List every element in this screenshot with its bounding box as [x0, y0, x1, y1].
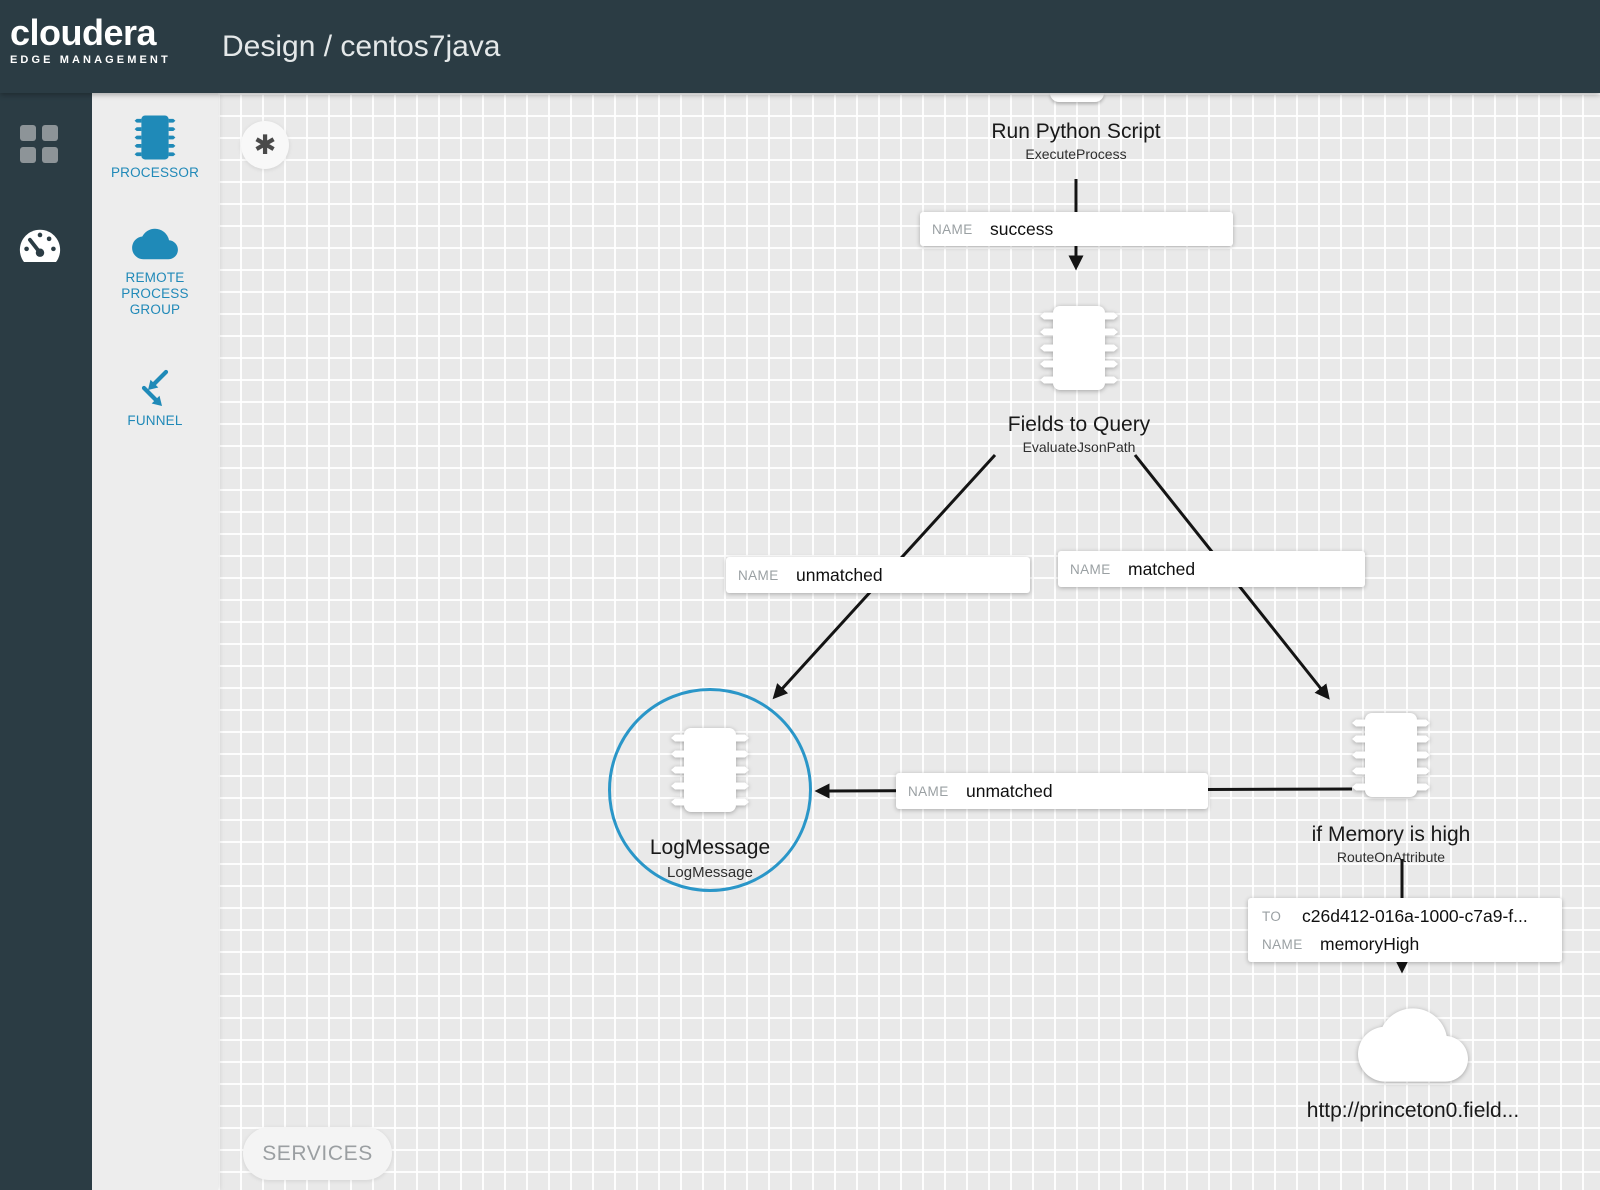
node-run-python-script[interactable]: Run Python Script ExecuteProcess	[926, 120, 1226, 163]
services-button[interactable]: SERVICES	[243, 1127, 392, 1180]
processor-chip-icon	[134, 115, 176, 160]
node-remote-target[interactable]	[1358, 999, 1468, 1096]
label-value: matched	[1128, 558, 1196, 579]
services-button-label: SERVICES	[262, 1141, 373, 1165]
palette-item-label: REMOTE PROCESS GROUP	[121, 270, 189, 317]
component-palette: PROCESSOR REMOTE PROCESS GROUP FUNNEL	[92, 93, 218, 1190]
connection-label-success[interactable]: NAME success	[920, 212, 1233, 246]
palette-item-label: FUNNEL	[127, 413, 183, 428]
label-key: NAME	[738, 567, 779, 583]
label-value: unmatched	[796, 564, 883, 585]
asterisk-icon: ✱	[253, 129, 277, 160]
brand-name: cloudera	[10, 12, 157, 53]
node-if-memory-is-high[interactable]	[1351, 712, 1431, 803]
label-value: memoryHigh	[1320, 933, 1420, 954]
connection-label-unmatched-2[interactable]: NAME unmatched	[896, 773, 1208, 809]
apps-grid-icon[interactable]	[20, 125, 58, 163]
node-title: LogMessage	[649, 836, 771, 859]
monitor-gauge-icon[interactable]	[17, 226, 63, 266]
connection-label-matched[interactable]: NAME matched	[1058, 551, 1365, 587]
grid-square	[20, 147, 36, 163]
palette-item-label: PROCESSOR	[110, 165, 200, 180]
new-component-button[interactable]: ✱	[241, 121, 289, 169]
processor-chip-icon	[1040, 306, 1118, 390]
app-header: cloudera EDGE MANAGEMENT Design / centos…	[0, 0, 1600, 93]
node-subtitle: LogMessage	[667, 864, 753, 881]
grid-square	[42, 125, 58, 141]
gauge-glyph	[19, 229, 61, 263]
label-value: success	[990, 218, 1054, 239]
node-title: Fields to Query	[1007, 413, 1151, 436]
connection-label-memoryhigh[interactable]: TO c26d412-016a-1000-c7a9-f... NAME memo…	[1248, 898, 1562, 962]
node-log-message[interactable]: LogMessage LogMessage	[608, 688, 812, 892]
label-value: c26d412-016a-1000-c7a9-f...	[1302, 905, 1528, 926]
label-key: NAME	[908, 783, 949, 799]
grid-square	[42, 147, 58, 163]
node-run-python-script-chip-clipped[interactable]	[1050, 93, 1104, 102]
app-sidebar	[0, 93, 92, 1190]
node-if-memory-is-high-labels[interactable]: if Memory is high RouteOnAttribute	[1241, 823, 1541, 866]
node-subtitle: ExecuteProcess	[1025, 146, 1127, 162]
label-key: NAME	[1262, 936, 1303, 952]
connection-label-unmatched[interactable]: NAME unmatched	[726, 557, 1030, 593]
funnel-icon	[141, 369, 169, 406]
design-canvas[interactable]: ✱ Run Python Script ExecuteProcess Field…	[218, 93, 1600, 1190]
node-fields-to-query-labels[interactable]: Fields to Query EvaluateJsonPath	[929, 413, 1229, 456]
palette-item-processor[interactable]: PROCESSOR	[92, 115, 218, 181]
selection-ring	[608, 688, 812, 892]
label-key: NAME	[932, 221, 973, 237]
brand-tagline: EDGE MANAGEMENT	[10, 54, 171, 66]
node-subtitle: EvaluateJsonPath	[1022, 439, 1136, 455]
grid-square	[20, 125, 36, 141]
node-title: if Memory is high	[1311, 823, 1471, 846]
node-remote-target-label: http://princeton0.field...	[1306, 1099, 1520, 1122]
processor-chip-icon	[671, 728, 749, 812]
label-key: TO	[1262, 908, 1282, 924]
processor-chip-icon	[1352, 713, 1430, 797]
palette-item-remote-process-group[interactable]: REMOTE PROCESS GROUP	[92, 223, 218, 318]
node-subtitle: RouteOnAttribute	[1336, 849, 1446, 865]
cloud-icon	[1358, 1008, 1468, 1082]
node-fields-to-query[interactable]	[1039, 305, 1119, 396]
cloud-icon	[132, 228, 178, 260]
node-title: Run Python Script	[991, 120, 1161, 143]
page-title: Design / centos7java	[222, 29, 501, 63]
label-key: NAME	[1070, 561, 1111, 577]
cloudera-logo[interactable]: cloudera EDGE MANAGEMENT	[10, 12, 171, 67]
label-row-to: TO c26d412-016a-1000-c7a9-f...	[1262, 902, 1548, 930]
palette-item-funnel[interactable]: FUNNEL	[92, 368, 218, 429]
label-row-name: NAME memoryHigh	[1262, 930, 1548, 958]
label-value: unmatched	[966, 780, 1053, 801]
